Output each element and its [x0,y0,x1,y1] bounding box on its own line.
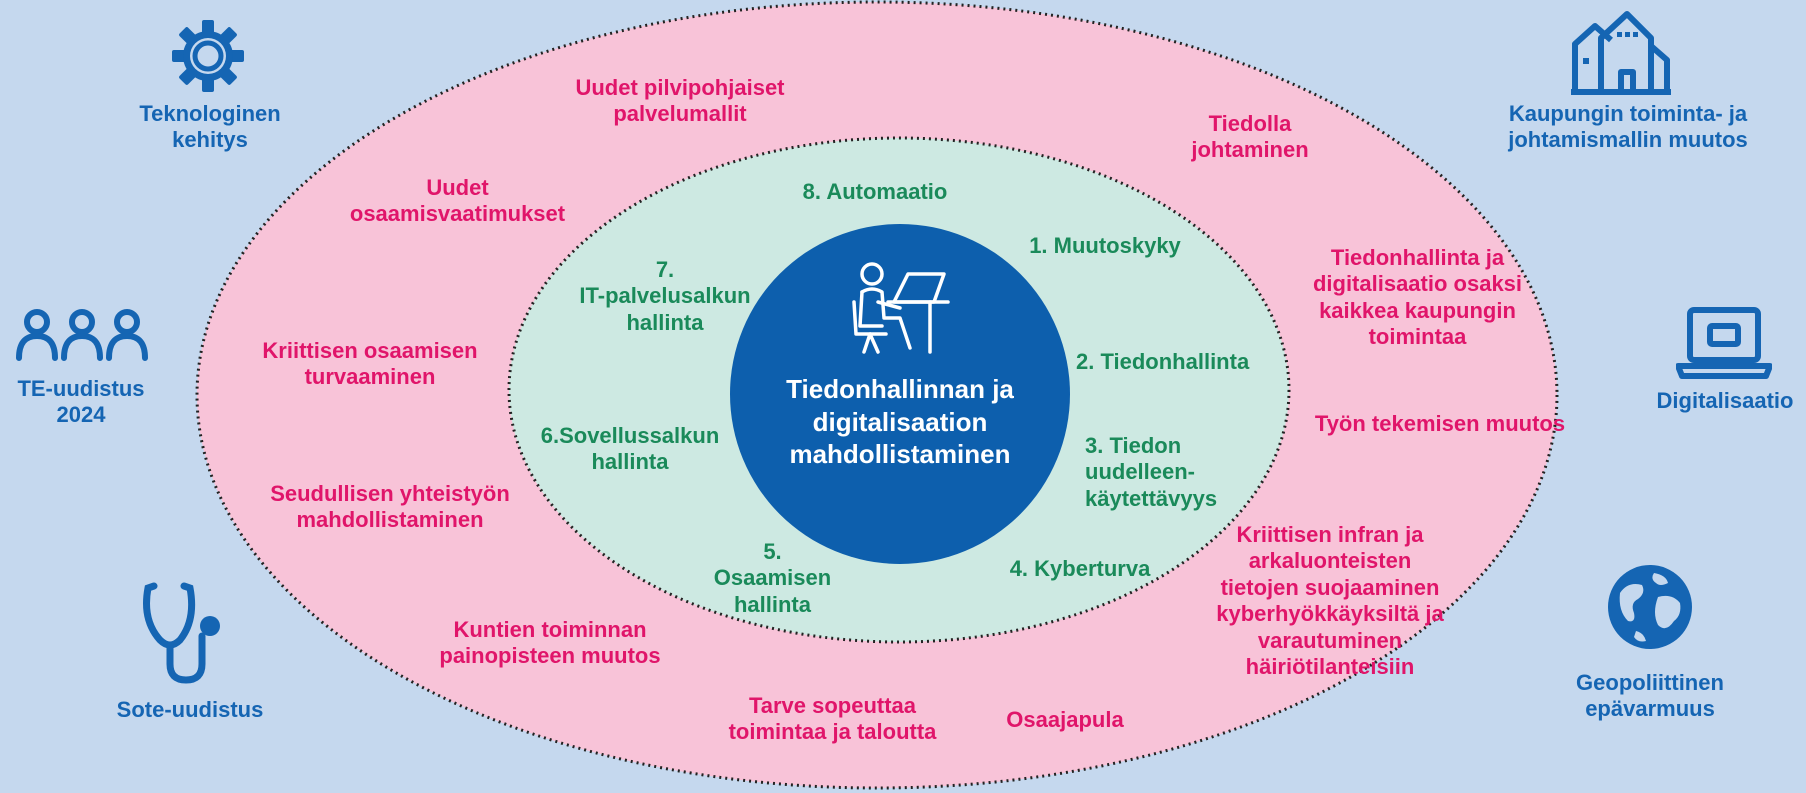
challenge-tiedonhallinta-osaksi-toimintaa: Tiedonhallinta ja digitalisaatio osaksi … [1312,245,1523,350]
challenge-tiedolla-johtaminen: Tiedolla johtaminen [1191,111,1309,163]
theme-automaatio: 8. Automaatio [802,179,948,204]
challenge-kuntien-painopiste: Kuntien toiminnan painopisteen muutos [439,617,661,669]
theme-it-palvelusalkku: 7. IT-palvelusalkun hallinta [579,257,751,335]
theme-tiedonhallinta: 2. Tiedonhallinta [1076,349,1250,374]
challenge-kriittinen-osaaminen: Kriittisen osaamisen turvaaminen [262,338,478,390]
driver-label-kaupungin-toimintamalli: Kaupungin toiminta- ja johtamismallin mu… [1508,101,1748,153]
challenge-sopeuttaa-toimintaa: Tarve sopeuttaa toimintaa ja taloutta [728,693,937,745]
gear-icon [172,20,244,92]
theme-sovellussalkku: 6.Sovellussalkun hallinta [540,423,720,475]
center-title: Tiedonhallinnan ja digitalisaation mahdo… [786,374,1014,469]
challenge-seudullinen-yhteistyo: Seudullisen yhteistyön mahdollistaminen [270,481,510,533]
driver-label-te-uudistus: TE-uudistus 2024 [17,376,145,428]
theme-osaamisen-hallinta: 5. Osaamisen hallinta [713,539,832,617]
stethoscope-icon [143,582,220,684]
core-circle [730,224,1070,564]
city-buildings-icon [1571,11,1671,95]
laptop-icon [1676,307,1772,379]
driver-label-teknologinen-kehitys: Teknologinen kehitys [139,101,281,153]
challenge-kriittinen-infra: Kriittisen infran ja arkaluonteisten tie… [1216,522,1444,679]
driver-label-geopoliittinen-epavarmuus: Geopoliittinen epävarmuus [1576,670,1724,722]
theme-tiedon-uudelleenkaytettavyys: 3. Tiedon uudelleen- käytettävyys [1085,433,1218,511]
globe-icon [1608,565,1692,649]
people-group-icon [16,309,148,361]
driver-label-sote-uudistus: Sote-uudistus [116,697,264,722]
theme-muutoskyky: 1. Muutoskyky [1029,233,1181,258]
theme-kyberturva: 4. Kyberturva [1009,556,1151,581]
challenge-pilvipalvelumallit: Uudet pilvipohjaiset palvelumallit [575,75,785,127]
challenge-osaamisvaatimukset: Uudet osaamisvaatimukset [349,175,566,227]
person-at-computer-icon [852,262,950,354]
challenge-osaajapula: Osaajapula [1006,707,1124,732]
challenge-tyon-tekemisen-muutos: Työn tekemisen muutos [1314,411,1566,436]
driver-label-digitalisaatio: Digitalisaatio [1656,388,1794,413]
